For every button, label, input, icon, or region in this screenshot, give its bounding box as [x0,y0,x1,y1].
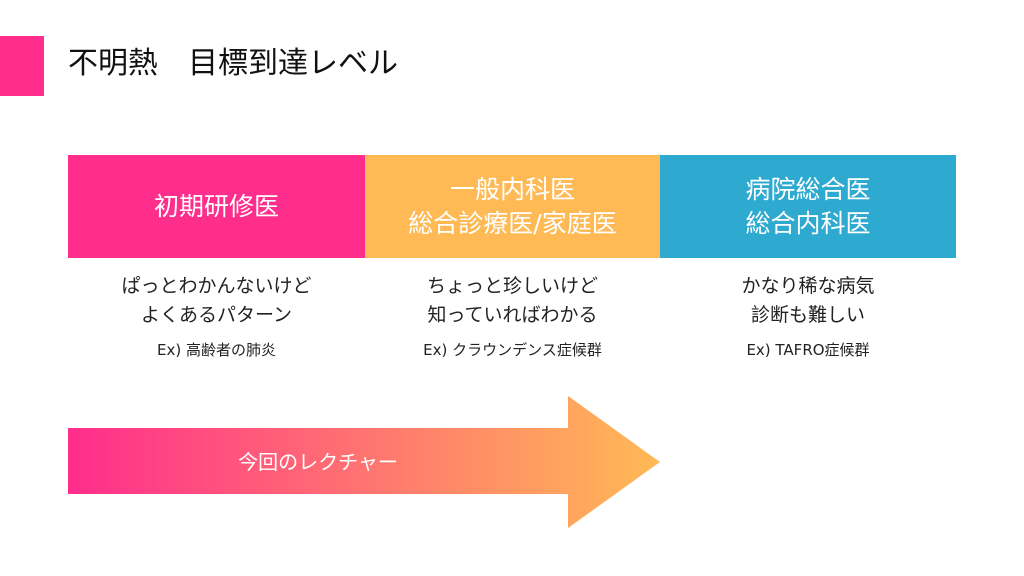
arrow-label: 今回のレクチャー [238,450,398,474]
level-description-hospitalist: かなり稀な病気 診断も難しい Ex) TAFRO症候群 [660,272,956,360]
description-line: ちょっと珍しいけど [426,275,598,297]
level-heading: 総合診療医/家庭医 [408,208,617,238]
title-accent-bar [0,36,44,96]
description-line: よくあるパターン [140,304,293,326]
description-line: 診断も難しい [750,304,865,326]
level-heading: 総合内科医 [745,208,871,238]
example-text: Ex) 高齢者の肺炎 [157,341,276,359]
level-heading: 初期研修医 [153,191,279,221]
level-box-hospitalist: 病院総合医 総合内科医 [660,155,956,258]
description-line: 知っていればわかる [427,304,598,326]
level-description-general-internist: ちょっと珍しいけど 知っていればわかる Ex) クラウンデンス症候群 [365,272,660,360]
level-box-resident: 初期研修医 [68,155,365,258]
level-heading: 一般内科医 [449,174,575,204]
level-heading: 病院総合医 [745,174,871,204]
slide-title: 不明熱 目標到達レベル [68,46,398,81]
level-description-resident: ぱっとわかんないけど よくあるパターン Ex) 高齢者の肺炎 [68,272,365,360]
example-text: Ex) クラウンデンス症候群 [423,341,602,359]
example-text: Ex) TAFRO症候群 [746,341,870,359]
description-line: ぱっとわかんないけど [121,275,312,297]
level-box-general-internist: 一般内科医 総合診療医/家庭医 [365,155,660,258]
description-line: かなり稀な病気 [741,275,875,297]
lecture-scope-arrow [68,396,660,528]
